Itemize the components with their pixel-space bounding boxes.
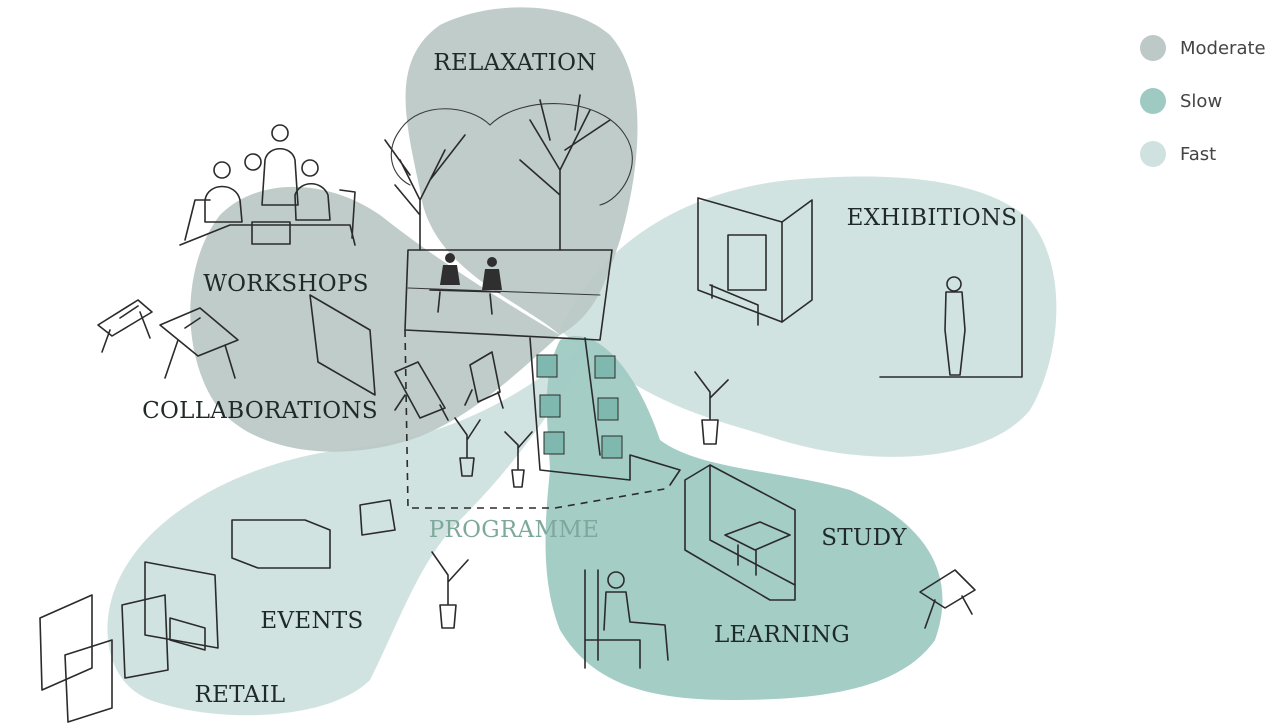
legend-label: Slow <box>1180 90 1223 112</box>
retail-display <box>64 639 113 723</box>
legend-swatch-fast <box>1140 141 1166 167</box>
deck-chair-icon <box>464 351 504 409</box>
legend-item-fast: Fast <box>1140 140 1266 168</box>
exhibition-room <box>879 214 1023 378</box>
visitor-icon <box>946 276 962 292</box>
planter <box>539 394 561 418</box>
zone-labels: RELAXATION WORKSHOPS COLLABORATIONS EXHI… <box>142 50 1017 708</box>
legend-item-slow: Slow <box>1140 87 1266 115</box>
learning-reader <box>584 569 669 669</box>
deck-chair-icon <box>394 361 449 421</box>
drafting-table-icon <box>919 569 976 629</box>
event-box <box>359 499 396 536</box>
person-icon <box>244 153 262 171</box>
potted-plants <box>431 371 729 629</box>
retail-panel <box>121 594 169 679</box>
legend-swatch-moderate <box>1140 35 1166 61</box>
reader-icon <box>607 571 625 589</box>
blob-relaxation <box>405 7 638 336</box>
exhibition-bench <box>709 284 759 326</box>
retail-plinth <box>169 617 206 651</box>
legend-item-moderate: Moderate <box>1140 34 1266 62</box>
drafting-table-icon <box>159 307 239 379</box>
planter <box>536 354 558 378</box>
workshop-group-sketch <box>179 124 356 246</box>
blob-events <box>107 330 600 716</box>
person-icon <box>301 159 319 177</box>
collaboration-tables <box>97 294 976 629</box>
zone-label-workshops: WORKSHOPS <box>203 271 369 297</box>
zone-label-relaxation: RELAXATION <box>433 50 596 76</box>
zone-label-learning: LEARNING <box>714 622 850 648</box>
study-booth <box>684 464 796 601</box>
retail-display <box>39 594 93 691</box>
collab-screen <box>309 294 376 396</box>
plant-icon <box>694 371 729 445</box>
zone-blobs <box>107 7 1057 716</box>
legend-swatch-slow <box>1140 88 1166 114</box>
programme-outline <box>404 329 671 509</box>
artwork-frame <box>727 234 767 291</box>
planters <box>536 354 623 459</box>
drafting-table-icon <box>97 299 153 353</box>
deck-chairs <box>394 351 504 421</box>
zone-label-programme: PROGRAMME <box>429 517 600 543</box>
person-icon <box>213 161 231 179</box>
laptop-icon <box>251 221 291 245</box>
tree-icon <box>384 134 466 251</box>
legend-label: Fast <box>1180 143 1217 165</box>
planter <box>594 355 616 379</box>
blob-workshops <box>190 186 560 452</box>
plant-icon <box>431 551 469 629</box>
planter <box>543 431 565 455</box>
central-pavilion <box>404 249 681 509</box>
events-retail-sketch <box>39 499 396 723</box>
legend: Moderate Slow Fast <box>1140 34 1266 193</box>
blob-learning <box>545 336 943 700</box>
pavilion-frame <box>404 249 613 341</box>
tree-icon <box>519 94 611 251</box>
planter <box>601 435 623 459</box>
zone-label-retail: RETAIL <box>195 682 286 708</box>
legend-label: Moderate <box>1180 37 1266 59</box>
zone-label-events: EVENTS <box>260 608 363 634</box>
zone-label-exhibitions: EXHIBITIONS <box>847 205 1018 231</box>
event-counter <box>231 519 331 569</box>
planter <box>597 397 619 421</box>
person-icon <box>271 124 289 142</box>
planter-wall <box>529 337 681 486</box>
trees <box>384 94 633 251</box>
plant-icon <box>504 431 533 488</box>
retail-panel <box>144 561 219 649</box>
exhibition-sketch <box>697 197 1023 378</box>
plant-icon <box>454 417 481 477</box>
foliage <box>390 103 633 206</box>
pavilion-figures <box>429 253 502 315</box>
zone-label-collaborations: COLLABORATIONS <box>142 398 378 424</box>
blob-exhibitions <box>560 176 1057 457</box>
study-desk <box>724 521 791 576</box>
zone-label-study: STUDY <box>821 525 907 551</box>
reading-nook <box>584 569 641 669</box>
